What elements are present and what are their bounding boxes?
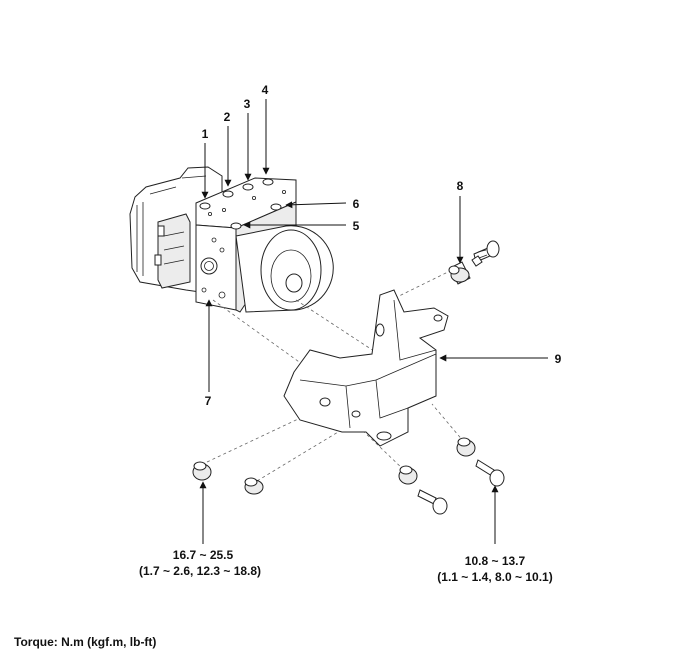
torque-right-line2: (1.1 ~ 1.4, 8.0 ~ 10.1) (437, 570, 552, 584)
callout-7: 7 (205, 394, 212, 408)
callout-4: 4 (262, 83, 269, 97)
upper-bolt-and-bushing (448, 240, 500, 285)
callout-8: 8 (457, 179, 464, 193)
torque-right-line1: 10.8 ~ 13.7 (465, 554, 526, 568)
callout-3: 3 (244, 97, 251, 111)
callout-2: 2 (224, 110, 231, 124)
callout-5: 5 (353, 219, 360, 233)
torque-spec-right: 10.8 ~ 13.7 (1.1 ~ 1.4, 8.0 ~ 10.1) (437, 554, 552, 584)
leader-lines (199, 99, 548, 544)
torque-spec-left: 16.7 ~ 25.5 (1.7 ~ 2.6, 12.3 ~ 18.8) (139, 548, 261, 578)
torque-units-note: Torque: N.m (kgf.m, lb-ft) (14, 635, 157, 649)
mounting-bracket (283, 289, 449, 447)
torque-left-line2: (1.7 ~ 2.6, 12.3 ~ 18.8) (139, 564, 261, 578)
callout-labels: 1 2 3 4 5 6 7 8 9 (202, 83, 562, 408)
lower-fasteners (192, 437, 505, 515)
torque-left-line1: 16.7 ~ 25.5 (173, 548, 234, 562)
callout-6: 6 (353, 197, 360, 211)
callout-1: 1 (202, 127, 209, 141)
callout-9: 9 (555, 352, 562, 366)
hydraulic-unit-assembly (129, 166, 334, 313)
